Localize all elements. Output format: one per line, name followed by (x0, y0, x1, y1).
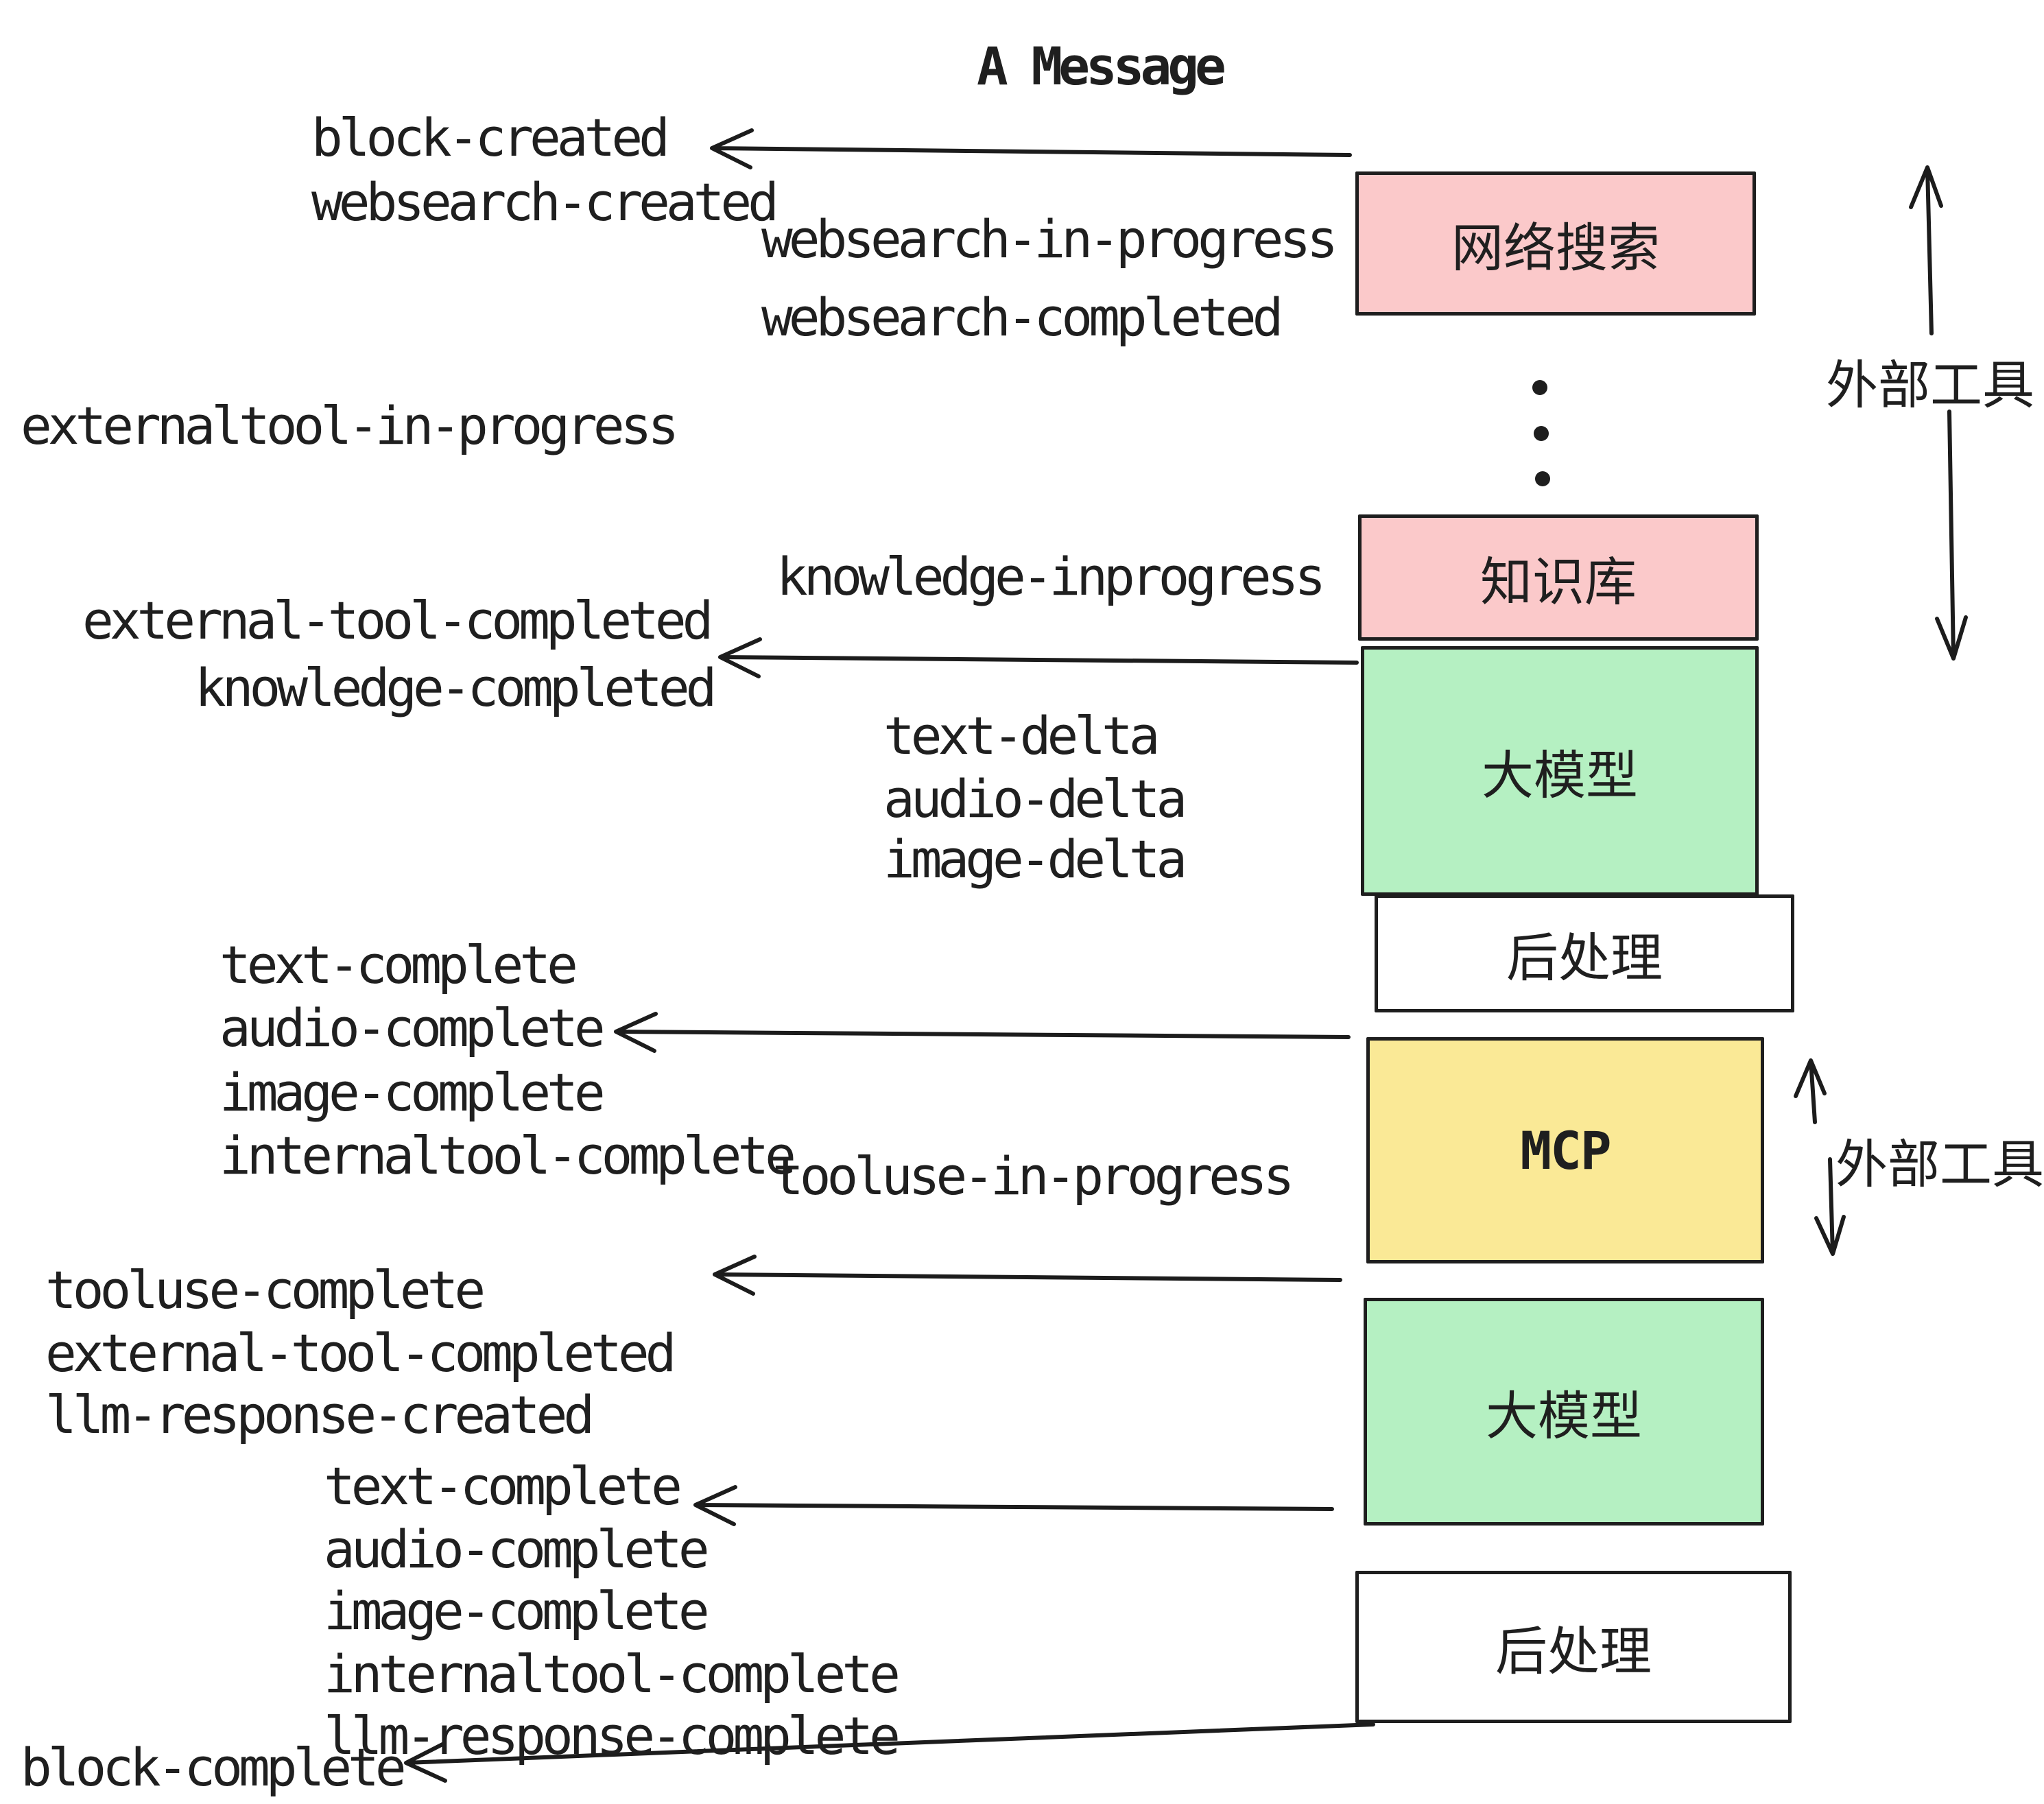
diagram-title: A Message (977, 36, 1226, 97)
box-websearch: 网络搜索 (1355, 171, 1756, 316)
box-label-postproc-1: 后处理 (1506, 929, 1663, 988)
box-llm-1: 大模型 (1361, 646, 1759, 896)
box-label-mcp: MCP (1520, 1119, 1611, 1181)
box-label-llm-1: 大模型 (1482, 747, 1638, 805)
ellipsis-dot (1534, 426, 1549, 441)
box-llm-2: 大模型 (1364, 1298, 1764, 1526)
event-label-llm-response-created: llm-response-created (45, 1384, 595, 1445)
arrow-block-complete (404, 1722, 1375, 1783)
event-label-text-complete-2: text-complete (324, 1456, 682, 1517)
event-label-audio-delta-1: audio-delta (883, 768, 1187, 829)
event-label-external-tool-completed-1: external-tool-completed (82, 590, 713, 651)
event-label-externaltool-in-progress: externaltool-in-progress (21, 395, 679, 456)
box-label-websearch: 网络搜索 (1451, 219, 1660, 278)
box-postproc-2: 后处理 (1355, 1571, 1792, 1723)
ellipsis-dot (1535, 471, 1550, 486)
arrow-external-tools-up (1909, 165, 1943, 335)
arrow-block-created (710, 128, 1352, 169)
event-label-image-complete-2: image-complete (324, 1580, 710, 1641)
side-label-external-tools-top: 外部工具 (1826, 357, 2034, 415)
arrow-mcp-external-down (1814, 1157, 1846, 1256)
event-label-block-created: block-created (311, 107, 670, 168)
event-label-audio-complete-1: audio-complete (219, 997, 606, 1058)
arrow-audio-complete (693, 1485, 1334, 1526)
box-postproc-1: 后处理 (1375, 894, 1794, 1012)
event-label-knowledge-completed: knowledge-completed (195, 657, 717, 718)
ellipsis-dots (1532, 380, 1550, 486)
event-label-block-complete: block-complete (21, 1737, 407, 1798)
side-label-external-tools-mcp: 外部工具 (1835, 1136, 2044, 1194)
arrow-image-complete (614, 1012, 1351, 1053)
event-label-websearch-in-progress: websearch-in-progress (761, 209, 1338, 270)
arrow-external-tools-down (1935, 410, 1968, 661)
event-label-llm-response-complete: llm-response-complete (324, 1705, 901, 1766)
box-knowledge: 知识库 (1358, 514, 1759, 641)
event-label-tooluse-in-progress: tooluse-in-progress (772, 1146, 1294, 1207)
event-label-image-delta-1: image-delta (883, 829, 1187, 890)
ellipsis-dot (1532, 380, 1547, 395)
event-label-image-complete-1: image-complete (219, 1062, 606, 1123)
event-label-tooluse-complete: tooluse-complete (45, 1259, 486, 1320)
event-label-external-tool-completed-2: external-tool-completed (45, 1322, 676, 1384)
event-label-text-delta-1: text-delta (883, 705, 1161, 766)
arrow-knowledge-completed (718, 637, 1359, 678)
arrow-mcp-external-up (1794, 1058, 1827, 1124)
event-label-knowledge-inprogress: knowledge-inprogress (776, 546, 1326, 607)
event-label-text-complete-1: text-complete (219, 934, 578, 995)
box-mcp: MCP (1366, 1037, 1764, 1263)
box-label-postproc-2: 后处理 (1495, 1623, 1652, 1681)
event-label-internaltool-complete-2: internaltool-complete (324, 1643, 901, 1705)
box-label-llm-2: 大模型 (1486, 1388, 1642, 1446)
event-label-websearch-created: websearch-created (311, 171, 779, 233)
arrow-tooluse-complete (713, 1255, 1342, 1296)
event-label-websearch-completed: websearch-completed (761, 287, 1283, 348)
box-label-knowledge: 知识库 (1480, 554, 1637, 612)
event-label-internaltool-complete-1: internaltool-complete (219, 1125, 796, 1186)
event-label-audio-complete-2: audio-complete (324, 1519, 710, 1580)
